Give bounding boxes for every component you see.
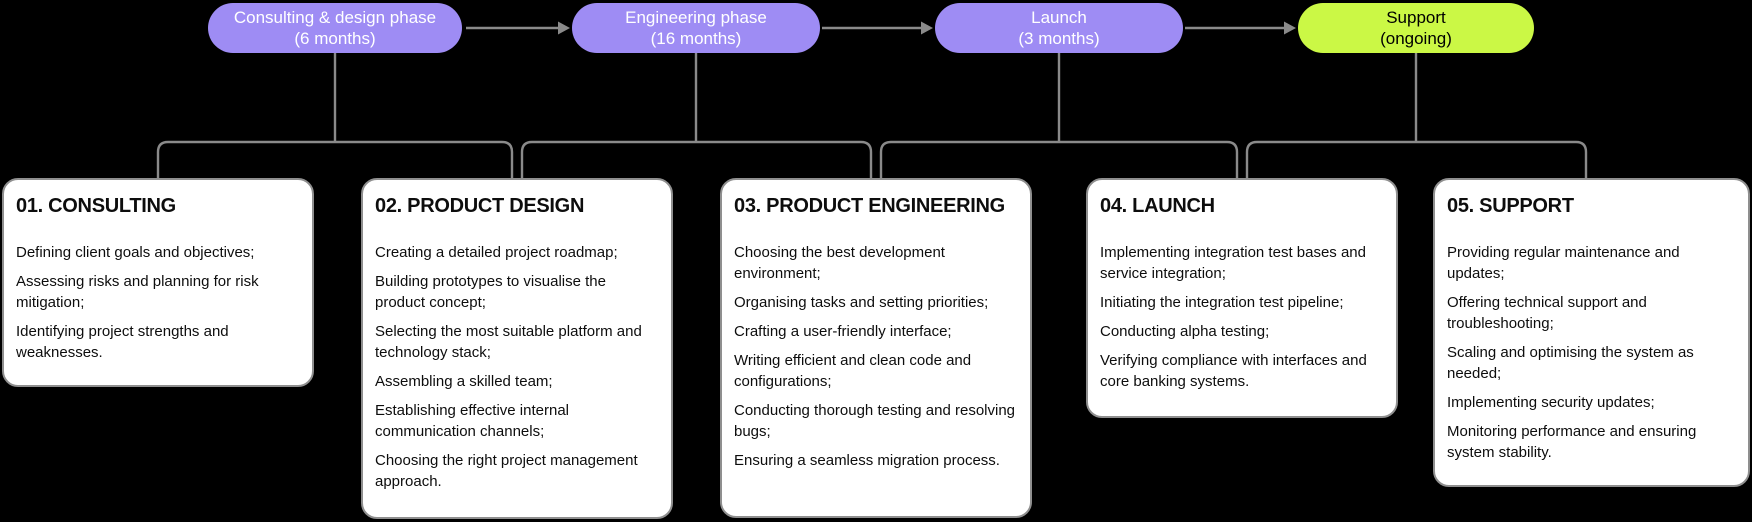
card-consulting: 01. CONSULTING Defining client goals and… bbox=[2, 178, 314, 387]
phase-pill-engineering: Engineering phase (16 months) bbox=[572, 3, 820, 53]
card-item: Establishing effective internal communic… bbox=[375, 402, 570, 440]
card-item: Verifying compliance with interfaces and… bbox=[1100, 352, 1367, 390]
card-item: Monitoring performance and ensuring syst… bbox=[1447, 423, 1697, 461]
card-item: Initiating the integration test pipeline… bbox=[1100, 294, 1344, 311]
arrow-icon bbox=[466, 21, 570, 35]
card-title: 02. PRODUCT DESIGN bbox=[375, 195, 585, 217]
card-item: Implementing integration test bases and … bbox=[1100, 244, 1366, 282]
card-item: Offering technical support and troublesh… bbox=[1447, 294, 1647, 332]
card-item: Selecting the most suitable platform and… bbox=[375, 323, 642, 361]
card-item: Providing regular maintenance and update… bbox=[1447, 244, 1680, 282]
phase-label: Support bbox=[1386, 8, 1446, 27]
phase-duration: (6 months) bbox=[294, 29, 376, 48]
fork-bracket bbox=[156, 140, 514, 184]
phase-duration: (3 months) bbox=[1018, 29, 1100, 48]
arrow-icon bbox=[1185, 21, 1296, 35]
fork-bracket bbox=[1245, 140, 1588, 184]
arrow-head-icon bbox=[921, 21, 933, 35]
fork-bracket bbox=[879, 140, 1239, 184]
phase-label: Engineering phase bbox=[625, 8, 767, 27]
arrow-head-icon bbox=[1284, 21, 1296, 35]
card-item: Building prototypes to visualise the pro… bbox=[375, 273, 606, 311]
card-item: Defining client goals and objectives; bbox=[16, 244, 255, 261]
card-title: 03. PRODUCT ENGINEERING bbox=[734, 195, 1005, 217]
card-item: Assembling a skilled team; bbox=[375, 373, 553, 390]
card-item: Conducting thorough testing and resolvin… bbox=[734, 402, 1016, 440]
phase-duration: (ongoing) bbox=[1380, 29, 1452, 48]
card-item: Assessing risks and planning for risk mi… bbox=[16, 273, 259, 311]
arrow-icon bbox=[822, 21, 933, 35]
card-item: Identifying project strengths and weakne… bbox=[16, 323, 229, 361]
phase-pill-launch: Launch (3 months) bbox=[935, 3, 1183, 53]
card-launch: 04. LAUNCH Implementing integration test… bbox=[1086, 178, 1398, 418]
card-item: Conducting alpha testing; bbox=[1100, 323, 1270, 340]
card-item: Creating a detailed project roadmap; bbox=[375, 244, 618, 261]
phase-duration: (16 months) bbox=[650, 29, 742, 48]
arrow-head-icon bbox=[558, 21, 570, 35]
card-item: Choosing the best development environmen… bbox=[734, 244, 945, 282]
card-support: 05. SUPPORT Providing regular maintenanc… bbox=[1433, 178, 1750, 487]
card-title: 01. CONSULTING bbox=[16, 195, 176, 217]
card-item: Choosing the right project management ap… bbox=[375, 452, 638, 490]
phase-pill-support: Support (ongoing) bbox=[1298, 3, 1534, 53]
card-title: 05. SUPPORT bbox=[1447, 195, 1574, 217]
card-product-design: 02. PRODUCT DESIGN Creating a detailed p… bbox=[361, 178, 673, 519]
card-title: 04. LAUNCH bbox=[1100, 195, 1215, 217]
card-product-engineering: 03. PRODUCT ENGINEERING Choosing the bes… bbox=[720, 178, 1032, 518]
card-item: Ensuring a seamless migration process. bbox=[734, 452, 1000, 469]
card-item: Writing efficient and clean code and con… bbox=[734, 352, 972, 390]
card-item: Implementing security updates; bbox=[1447, 394, 1655, 411]
card-item: Organising tasks and setting priorities; bbox=[734, 294, 989, 311]
phase-label: Launch bbox=[1031, 8, 1087, 27]
fork-bracket bbox=[520, 140, 873, 184]
card-item: Crafting a user-friendly interface; bbox=[734, 323, 952, 340]
card-item: Scaling and optimising the system as nee… bbox=[1447, 344, 1694, 382]
phase-label: Consulting & design phase bbox=[233, 8, 437, 27]
phase-pill-consulting-design: Consulting & design phase (6 months) bbox=[208, 3, 462, 53]
